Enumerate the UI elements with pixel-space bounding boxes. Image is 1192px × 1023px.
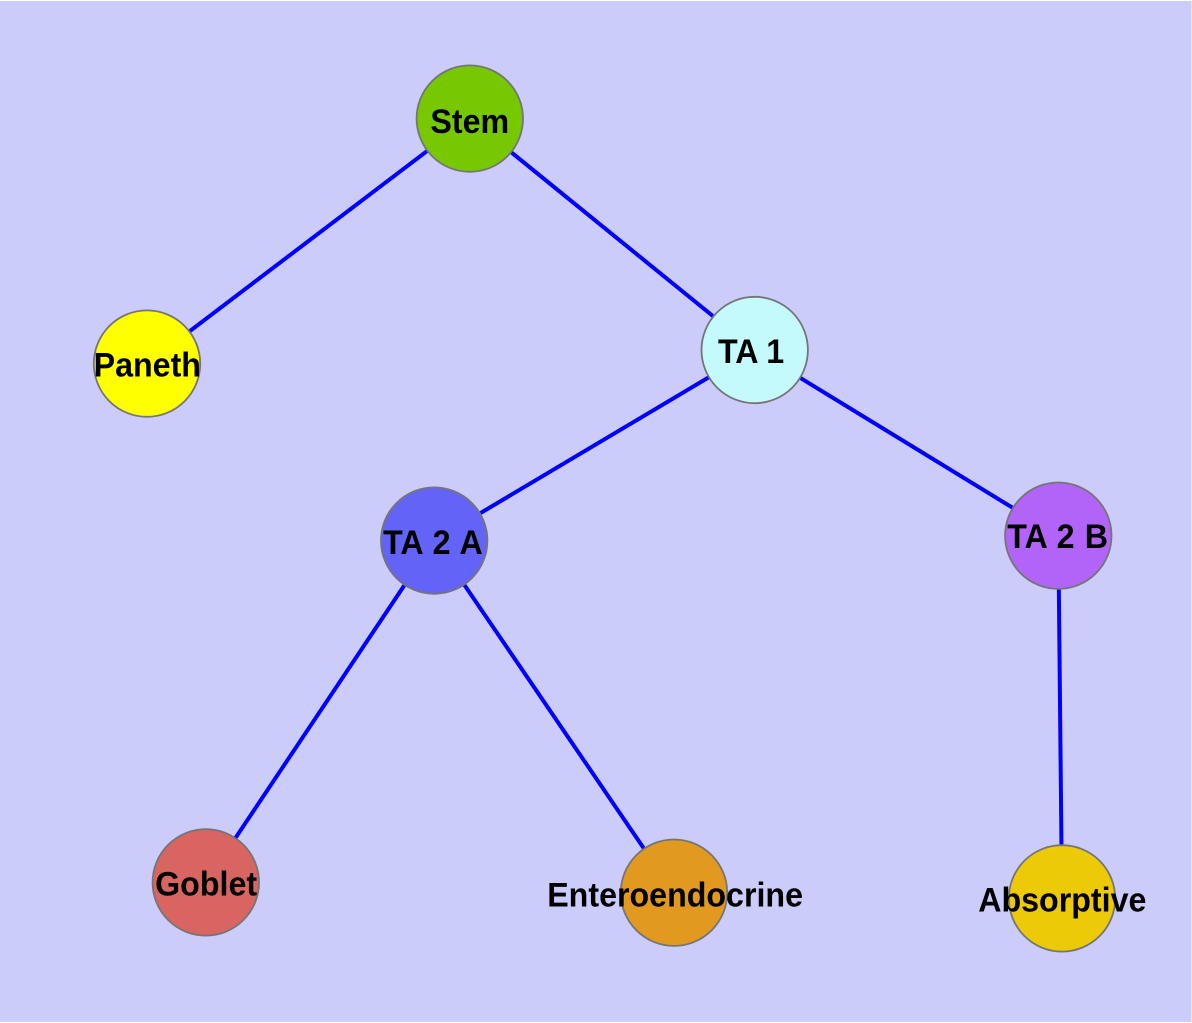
svg-text:TA 2 B: TA 2 B (1007, 518, 1108, 556)
svg-text:Paneth: Paneth (94, 347, 201, 385)
svg-text:TA 2 A: TA 2 A (383, 524, 483, 562)
svg-text:Goblet: Goblet (155, 865, 257, 903)
svg-text:Absorptive: Absorptive (978, 882, 1146, 920)
svg-text:Enteroendocrine: Enteroendocrine (547, 877, 803, 915)
svg-text:TA 1: TA 1 (718, 333, 784, 371)
svg-text:Stem: Stem (430, 103, 509, 141)
